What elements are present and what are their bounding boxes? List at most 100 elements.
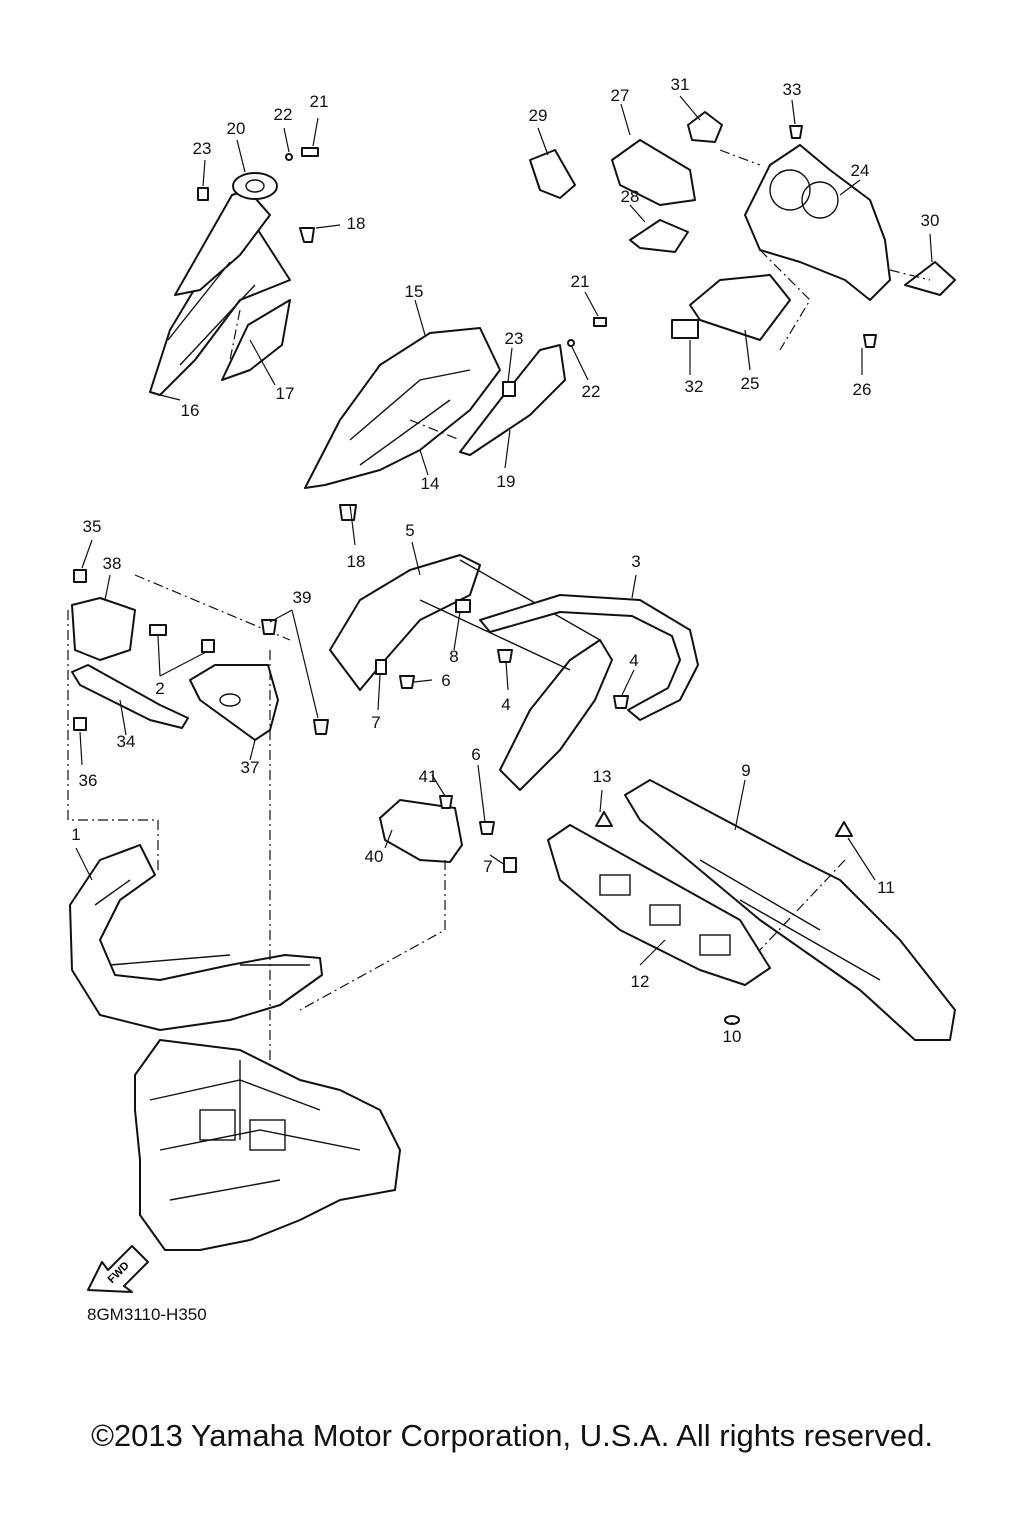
callout-34: 34 xyxy=(117,732,136,751)
part-22-washer-a xyxy=(285,153,293,161)
part-38-bracket xyxy=(71,597,136,661)
callout-18-a: 18 xyxy=(347,214,366,233)
part-36-nut xyxy=(73,717,87,731)
fwd-arrow-icon: FWD xyxy=(87,1245,149,1293)
part-15-front-cowl xyxy=(304,327,501,489)
part-41-bolt xyxy=(439,795,453,809)
part-4-bolt-b xyxy=(613,695,629,709)
part-39-bolt-b xyxy=(313,719,329,735)
part-22-washer-b xyxy=(567,339,575,347)
copyright-notice: ©2013 Yamaha Motor Corporation, U.S.A. A… xyxy=(91,1418,933,1453)
callout-21-b: 21 xyxy=(571,272,590,291)
callout-5: 5 xyxy=(405,521,414,540)
part-16-side-panel xyxy=(149,189,291,396)
part-21-bolt-b xyxy=(593,317,607,327)
callout-15: 15 xyxy=(405,282,424,301)
callout-39: 39 xyxy=(293,588,312,607)
part-18-screw-b xyxy=(339,504,357,521)
part-32-plate xyxy=(671,319,699,339)
callout-23-b: 23 xyxy=(505,329,524,348)
callout-16: 16 xyxy=(181,401,200,420)
callout-22-b: 22 xyxy=(582,382,601,401)
callout-29: 29 xyxy=(529,106,548,125)
callout-8: 8 xyxy=(449,647,458,666)
callout-21-a: 21 xyxy=(310,92,329,111)
part-25-meter-panel xyxy=(689,274,791,341)
fasteners xyxy=(73,125,877,1025)
callout-33: 33 xyxy=(783,80,802,99)
part-9-skid-plate xyxy=(624,779,956,1041)
part-37-bracket xyxy=(189,664,279,741)
part-26-screw xyxy=(863,334,877,348)
callout-7-a: 7 xyxy=(371,713,380,732)
callout-14: 14 xyxy=(421,474,440,493)
part-31-plate xyxy=(687,111,723,143)
callout-32: 32 xyxy=(685,377,704,396)
callout-38: 38 xyxy=(103,554,122,573)
part-2-bolt-a xyxy=(149,624,167,636)
part-6-bolt-a xyxy=(399,675,415,689)
callout-24: 24 xyxy=(851,161,870,180)
part-3-guard-bar xyxy=(479,594,699,721)
part-40-cover xyxy=(379,799,463,863)
part-7-nut-b xyxy=(503,857,517,873)
callout-3: 3 xyxy=(631,552,640,571)
callout-9: 9 xyxy=(741,761,750,780)
callout-25: 25 xyxy=(741,374,760,393)
callout-30: 30 xyxy=(921,211,940,230)
part-2-bolt-b xyxy=(201,639,215,653)
part-7-nut-a xyxy=(375,659,387,675)
part-8-damper xyxy=(455,599,471,613)
part-27-duct xyxy=(611,139,696,206)
callout-28: 28 xyxy=(621,187,640,206)
part-23-clip-a xyxy=(197,187,209,201)
part-30-plate xyxy=(904,261,956,296)
callout-6-b: 6 xyxy=(471,745,480,764)
callout-7-b: 7 xyxy=(483,857,492,876)
part-24-meter-cover xyxy=(744,144,891,301)
callout-31: 31 xyxy=(671,75,690,94)
callout-2: 2 xyxy=(155,679,164,698)
part-17-duct xyxy=(221,299,291,381)
callout-18-b: 18 xyxy=(347,552,366,571)
callout-20: 20 xyxy=(227,119,246,138)
part-4-bolt-a xyxy=(497,649,513,663)
part-20-bracket xyxy=(232,172,278,200)
callout-19: 19 xyxy=(497,472,516,491)
callout-22-a: 22 xyxy=(274,105,293,124)
part-23-clip-b xyxy=(502,381,516,397)
part-35-bolt xyxy=(73,569,87,583)
callout-6-a: 6 xyxy=(441,671,450,690)
callout-26: 26 xyxy=(853,380,872,399)
part-29-plate xyxy=(529,149,576,199)
part-12-lower-guard xyxy=(547,824,771,986)
callout-27: 27 xyxy=(611,86,630,105)
callout-1: 1 xyxy=(71,825,80,844)
callout-11: 11 xyxy=(877,878,895,897)
callout-36: 36 xyxy=(79,771,98,790)
part-11-rivet xyxy=(835,821,853,837)
part-34-tube xyxy=(71,664,189,729)
callout-4-b: 4 xyxy=(501,695,510,714)
part-33-screw xyxy=(789,125,803,139)
callout-12: 12 xyxy=(631,972,650,991)
chassis-frame xyxy=(134,1039,401,1251)
callout-41: 41 xyxy=(419,767,438,786)
part-21-bolt-a xyxy=(301,147,319,157)
callout-40: 40 xyxy=(365,847,384,866)
part-18-screw-a xyxy=(299,227,315,243)
part-28-plate xyxy=(629,219,689,253)
part-5-frame xyxy=(329,554,613,791)
small-parts-upper-right xyxy=(529,111,956,339)
callout-35: 35 xyxy=(83,517,102,536)
part-39-bolt-a xyxy=(261,619,277,635)
part-6-bolt-b xyxy=(479,821,495,835)
drawing-code: 8GM3110-H350 xyxy=(87,1305,207,1324)
callout-13: 13 xyxy=(593,767,612,786)
part-13-rivet xyxy=(595,811,613,827)
callout-4-a: 4 xyxy=(629,651,638,670)
callout-numbers: 1 2 3 4 4 5 6 6 7 7 8 9 10 11 12 13 14 1… xyxy=(71,75,939,1046)
callout-17: 17 xyxy=(276,384,295,403)
callout-23-a: 23 xyxy=(193,139,212,158)
